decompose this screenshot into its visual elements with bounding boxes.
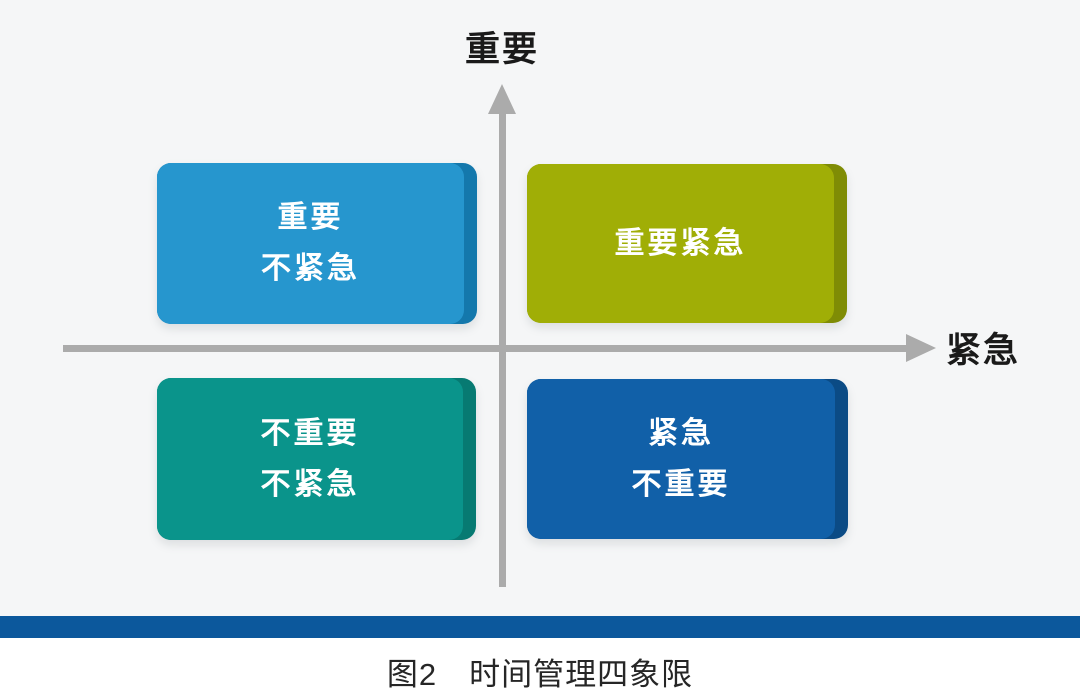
quadrant-diagram: 重要 紧急 重要 不紧急 重要紧急 不重要 不紧急 紧急 不重 <box>63 30 1021 587</box>
y-axis-label: 重要 <box>464 30 539 69</box>
quadrant-label-line: 不紧急 <box>261 252 360 285</box>
quadrant-label-line: 紧急 <box>648 416 714 450</box>
quadrant-important-urgent: 重要紧急 <box>527 164 847 323</box>
quadrant-urgent-not-important: 紧急 不重要 <box>527 379 848 539</box>
right-arrowhead-icon <box>906 334 936 362</box>
quadrant-face: 不重要 不紧急 <box>157 378 463 540</box>
quadrant-label-line: 不重要 <box>260 416 360 450</box>
quadrant-face: 重要 不紧急 <box>157 163 464 324</box>
divider-bar <box>0 616 1080 638</box>
quadrant-label-line: 重要紧急 <box>614 226 747 260</box>
figure-caption: 图2 时间管理四象限 <box>386 657 694 692</box>
quadrant-face: 紧急 不重要 <box>527 379 835 539</box>
x-axis-line <box>63 345 908 352</box>
quadrant-not-important-not-urgent: 不重要 不紧急 <box>157 378 476 540</box>
x-axis-label: 紧急 <box>946 331 1021 370</box>
quadrant-label-line: 重要 <box>277 201 344 234</box>
quadrant-label-line: 不紧急 <box>260 467 360 501</box>
quadrant-important-not-urgent: 重要 不紧急 <box>157 163 477 324</box>
quadrant-label-line: 不重要 <box>631 467 731 501</box>
quadrant-face: 重要紧急 <box>527 164 834 323</box>
